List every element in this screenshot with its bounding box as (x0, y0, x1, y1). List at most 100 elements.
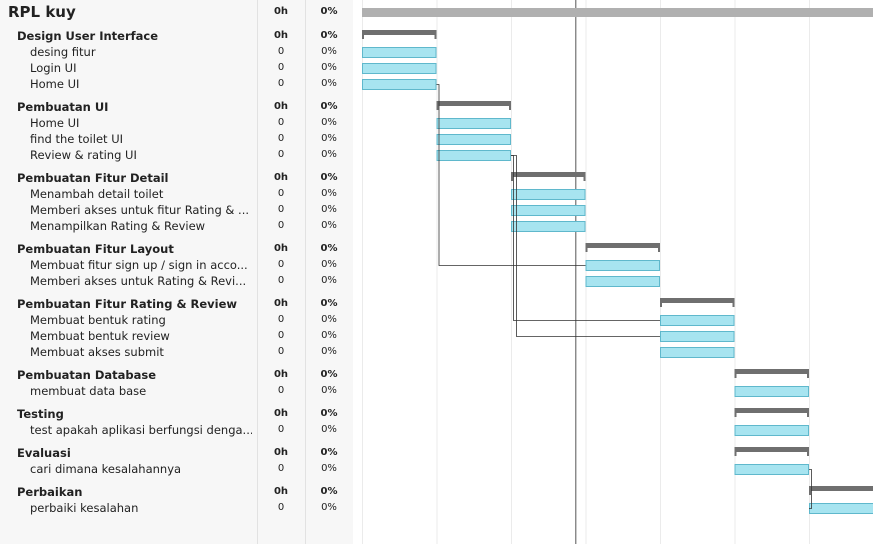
summary-bar-cap[interactable] (660, 298, 662, 307)
task-name: Design User Interface (17, 29, 159, 43)
task-bar[interactable] (436, 118, 511, 129)
task-name: perbaiki kesalahan (30, 501, 139, 515)
percent-complete: 0% (321, 424, 337, 435)
project-bar[interactable] (362, 8, 873, 17)
task-bar[interactable] (511, 189, 586, 200)
percent-complete: 0% (320, 101, 338, 112)
percent-complete: 0% (321, 385, 337, 396)
percent-complete: 0% (320, 298, 338, 309)
summary-bar-cap[interactable] (807, 408, 809, 417)
work-value: 0h (273, 486, 289, 497)
work-value: 0 (277, 78, 285, 89)
summary-bar[interactable] (734, 447, 810, 452)
task-name: test apakah aplikasi berfungsi denga... (30, 423, 252, 437)
summary-bar[interactable] (511, 172, 586, 177)
task-bar[interactable] (660, 315, 735, 326)
summary-bar[interactable] (809, 486, 873, 491)
task-bar[interactable] (734, 464, 809, 475)
task-name: Memberi akses untuk Rating & Revi... (30, 274, 247, 288)
summary-bar-cap[interactable] (434, 30, 437, 39)
work-value: 0h (273, 369, 289, 380)
work-value: 0 (277, 62, 285, 73)
task-bar[interactable] (511, 205, 586, 216)
summary-bar[interactable] (362, 30, 437, 35)
summary-bar-cap[interactable] (807, 369, 809, 378)
summary-bar-cap[interactable] (585, 243, 588, 252)
task-row[interactable]: test apakah aplikasi berfungsi denga... 0… (0, 422, 353, 438)
summary-bar-cap[interactable] (809, 486, 811, 495)
task-bar[interactable] (585, 276, 660, 287)
task-bar[interactable] (809, 503, 873, 514)
summary-bar-cap[interactable] (734, 369, 737, 378)
task-name: Pembuatan Fitur Rating & Review (17, 297, 238, 311)
gantt-chart (362, 0, 873, 544)
work-value: 0h (273, 30, 289, 41)
summary-bar-cap[interactable] (583, 172, 586, 181)
percent-complete: 0% (321, 46, 337, 57)
work-value: 0h (273, 6, 289, 17)
summary-bar[interactable] (734, 408, 810, 413)
task-bar[interactable] (660, 347, 735, 358)
summary-bar-cap[interactable] (362, 30, 364, 39)
task-bar[interactable] (585, 260, 660, 271)
summary-bar-cap[interactable] (732, 298, 735, 307)
work-value: 0 (277, 424, 285, 435)
percent-complete: 0% (320, 369, 338, 380)
summary-bar[interactable] (585, 243, 661, 248)
summary-bar-cap[interactable] (509, 101, 511, 110)
task-bar[interactable] (362, 79, 437, 90)
summary-bar-cap[interactable] (807, 447, 809, 456)
work-value: 0 (277, 502, 285, 513)
summary-bar-cap[interactable] (658, 243, 660, 252)
task-row[interactable]: Membuat fitur sign up / sign in acco...0… (0, 257, 353, 273)
task-name: Testing (17, 407, 64, 421)
task-bar[interactable] (362, 47, 437, 58)
summary-bar-cap[interactable] (734, 408, 737, 417)
task-name: Memberi akses untuk fitur Rating & ... (30, 203, 250, 217)
summary-bar[interactable] (436, 101, 512, 106)
percent-complete: 0% (321, 188, 337, 199)
task-bar[interactable] (734, 386, 809, 397)
task-name: desing fitur (30, 45, 96, 59)
task-bar[interactable] (734, 425, 809, 436)
summary-bar-cap[interactable] (734, 447, 737, 456)
task-bar[interactable] (660, 331, 735, 342)
summary-bar[interactable] (734, 369, 810, 374)
task-bar[interactable] (436, 134, 511, 145)
percent-complete: 0% (321, 275, 337, 286)
task-bar[interactable] (362, 63, 437, 74)
summary-bar[interactable] (660, 298, 735, 303)
task-bar[interactable] (511, 221, 586, 232)
summary-bar-cap[interactable] (436, 101, 439, 110)
work-value: 0 (277, 149, 285, 160)
summary-bar-cap[interactable] (511, 172, 513, 181)
task-bar[interactable] (436, 150, 511, 161)
percent-complete: 0% (321, 62, 337, 73)
